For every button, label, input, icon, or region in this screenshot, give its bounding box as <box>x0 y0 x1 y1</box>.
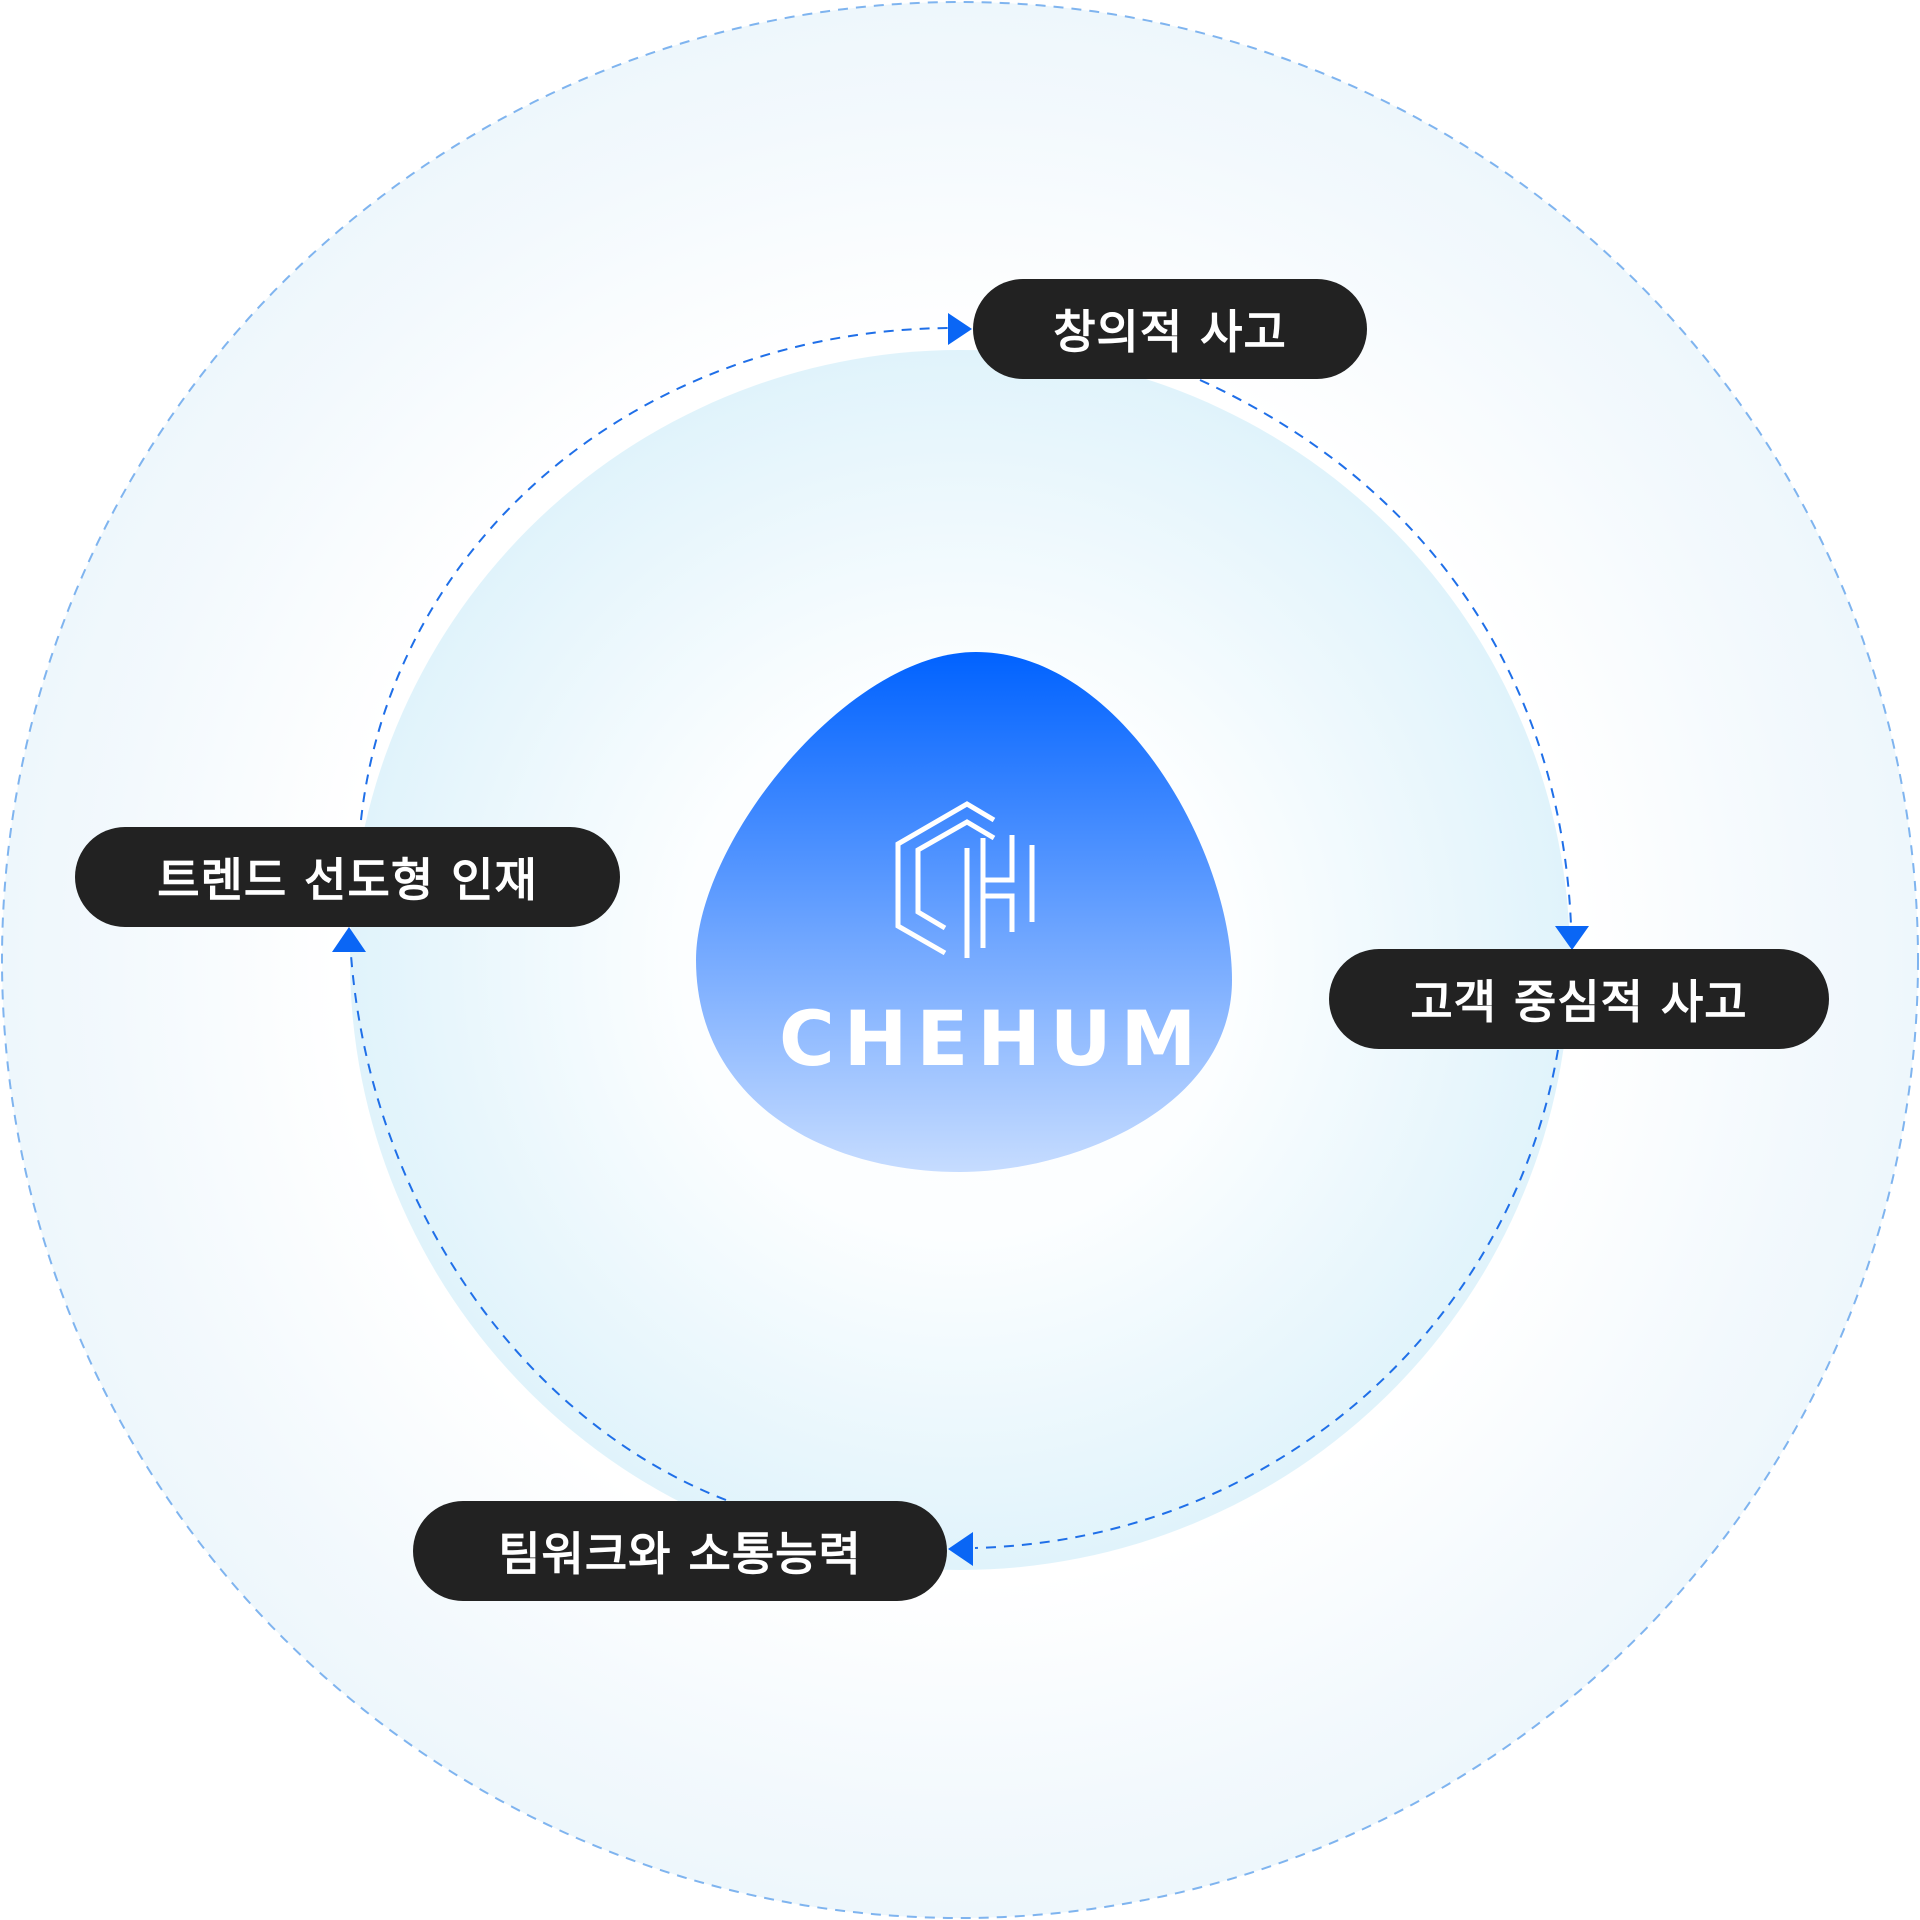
arrow-to-trend-icon <box>332 927 366 952</box>
brand-name: CHEHUM <box>779 994 1206 1083</box>
arrow-to-team-icon <box>948 1532 973 1566</box>
label-creative-thinking: 창의적 사고 <box>973 279 1367 379</box>
arrow-to-creative-icon <box>948 313 972 345</box>
hexagon-ch-monogram-icon <box>895 801 1035 958</box>
label-teamwork-communication: 팀워크와 소통능력 <box>413 1501 947 1601</box>
label-customer-centric-thinking: 고객 중심적 사고 <box>1329 949 1829 1049</box>
center-blob <box>696 652 1232 1172</box>
cycle-path <box>350 327 1572 1549</box>
label-trend-leading-talent: 트렌드 선도형 인재 <box>75 827 620 927</box>
arrow-to-customer-icon <box>1555 926 1589 950</box>
